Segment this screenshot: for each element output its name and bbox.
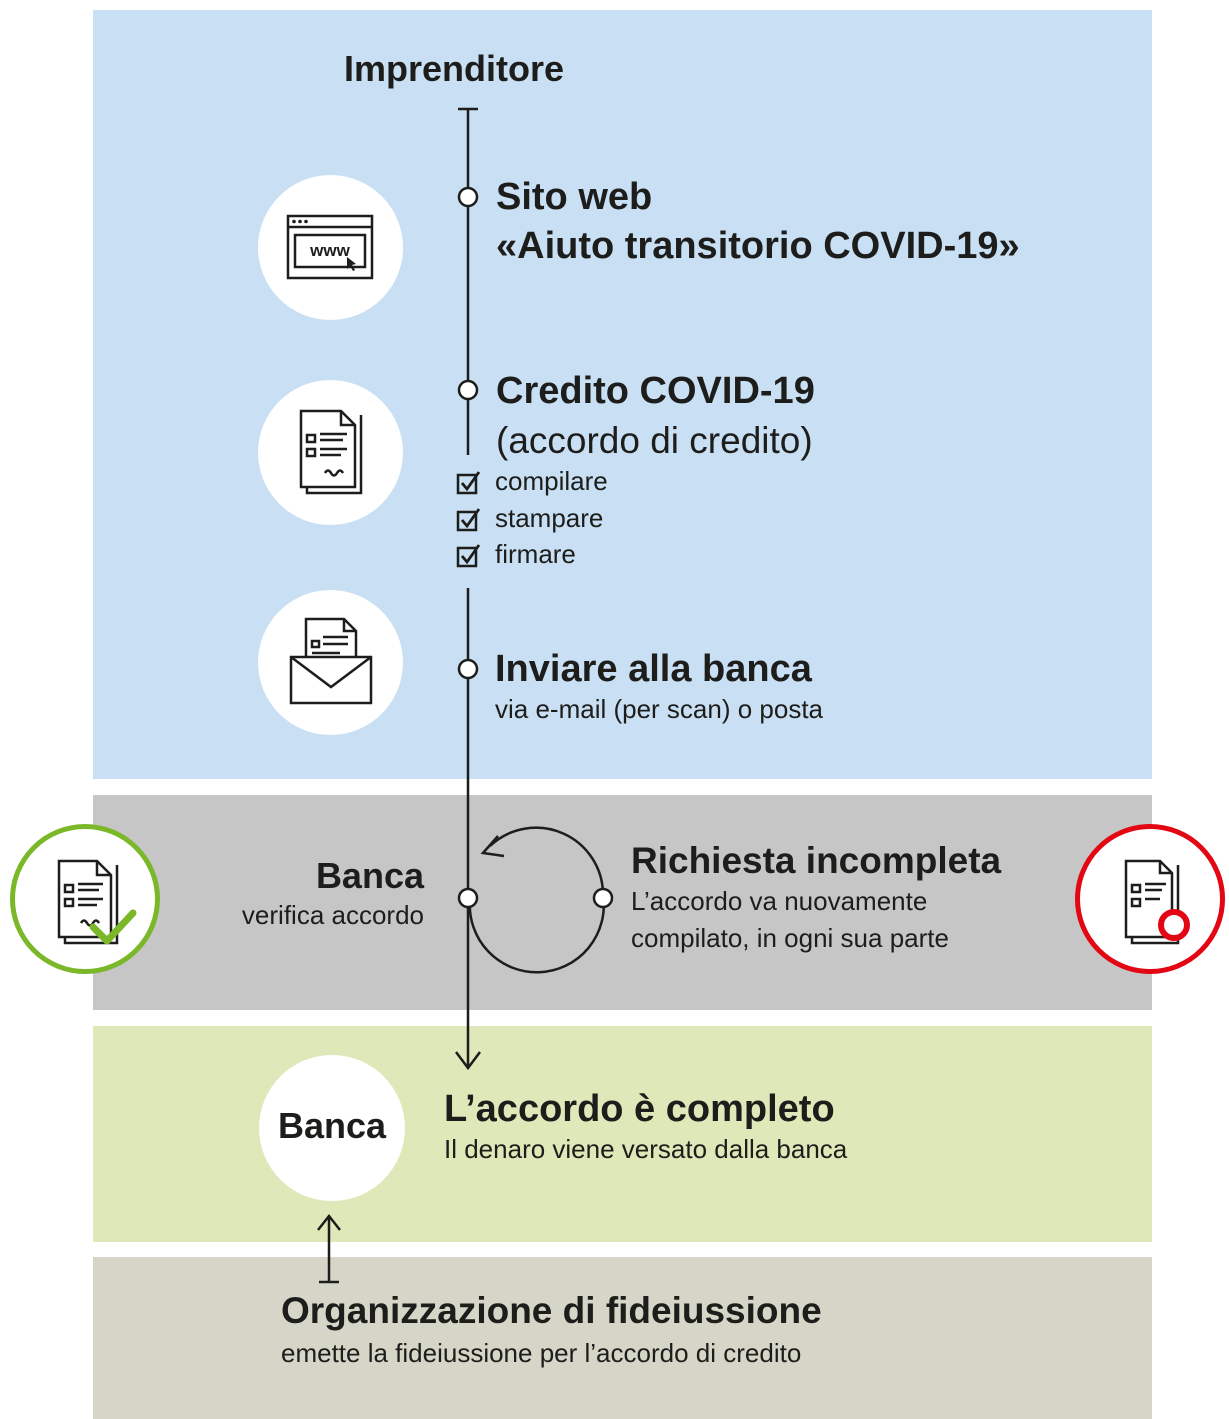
credit-subtitle: (accordo di credito) (496, 420, 813, 461)
credit-icon-circle (258, 380, 403, 525)
guarantee-title: Organizzazione di fideiussione (281, 1290, 822, 1331)
guarantee-band (93, 1257, 1152, 1419)
complete-subtitle: Il denaro viene versato dalla banca (444, 1134, 848, 1164)
bank-check-title: Banca (315, 855, 424, 896)
svg-text:www: www (309, 241, 350, 260)
incomplete-line1: L’accordo va nuovamente (631, 886, 928, 916)
website-title: Sito web (496, 176, 653, 218)
send-title: Inviare alla banca (495, 648, 812, 690)
document-approved-icon (57, 859, 137, 945)
approved-icon-circle (10, 824, 160, 974)
complete-title: L’accordo è completo (444, 1088, 835, 1130)
send-subtitle: via e-mail (per scan) o posta (495, 694, 824, 724)
incomplete-line2: compilato, in ogni sua parte (631, 923, 949, 953)
loop-arrowhead (480, 835, 505, 858)
document-stack-icon (299, 409, 363, 495)
bank-badge-circle: Banca (259, 1055, 405, 1201)
checkbox-checked-icon (456, 508, 481, 532)
node-send (457, 658, 479, 680)
credit-title: Credito COVID-19 (496, 370, 815, 412)
website-icon-circle: www (258, 175, 403, 320)
node-website (457, 186, 479, 208)
node-incomplete (592, 887, 614, 909)
node-bank-check (457, 887, 479, 909)
node-credit (457, 379, 479, 401)
checkbox-checked-icon (456, 471, 481, 495)
www-browser-icon: www (286, 214, 374, 280)
checklist-item: compilare (495, 466, 608, 496)
rejected-icon-circle (1075, 824, 1225, 974)
checklist-item: firmare (495, 539, 576, 569)
document-rejected-icon (1124, 859, 1190, 945)
checkbox-checked-icon (456, 544, 481, 568)
envelope-document-icon (289, 617, 373, 705)
header-title: Imprenditore (344, 48, 565, 89)
bank-check-band (93, 795, 1152, 1010)
guarantee-arrowhead (317, 1213, 341, 1231)
guarantee-subtitle: emette la fideiussione per l’accordo di … (281, 1338, 802, 1368)
timeline-arrowhead (455, 1051, 481, 1071)
send-icon-circle (258, 590, 403, 735)
checklist-item: stampare (495, 503, 604, 533)
incomplete-title: Richiesta incompleta (631, 840, 1002, 881)
website-subtitle: «Aiuto transitorio COVID-19» (496, 225, 1020, 267)
loop-arc (468, 826, 605, 974)
bank-badge-label: Banca (277, 1105, 387, 1146)
bank-check-subtitle: verifica accordo (241, 900, 424, 930)
